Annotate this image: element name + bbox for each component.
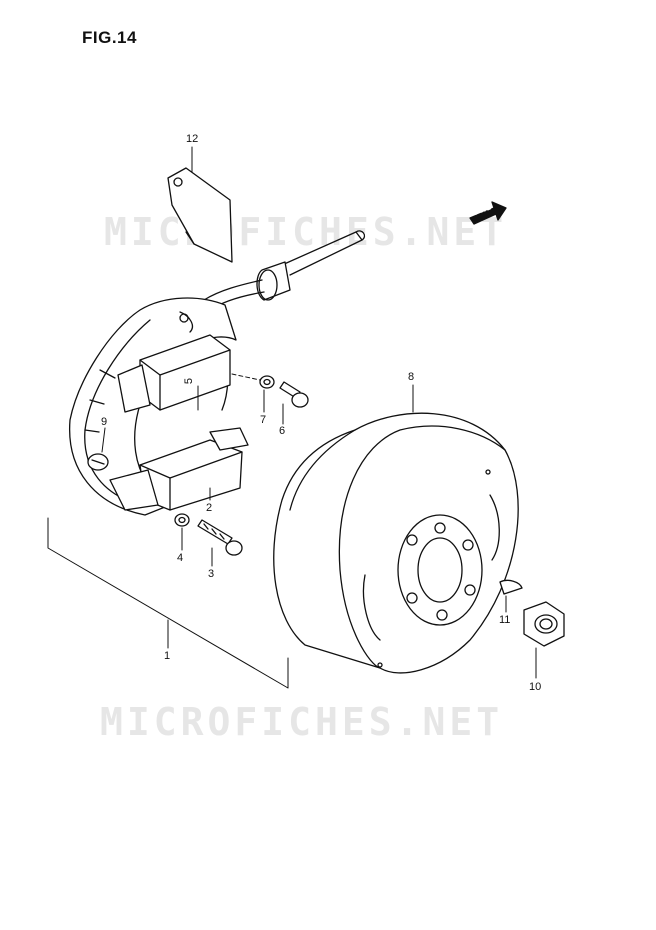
figure-title: FIG.14 bbox=[82, 28, 137, 47]
watermark-top: MICROFICHES.NET bbox=[104, 210, 508, 254]
callout-9: 9 bbox=[101, 416, 108, 428]
callout-6: 6 bbox=[279, 425, 286, 437]
assembly-bracket-part-1 bbox=[47, 517, 289, 689]
cable-with-grommet bbox=[203, 230, 366, 311]
charging-coil-part-2[interactable] bbox=[109, 427, 249, 511]
callout-7: 7 bbox=[260, 414, 267, 426]
callout-5: 5 bbox=[183, 377, 196, 385]
forward-direction-arrow-icon bbox=[469, 201, 507, 225]
callout-2: 2 bbox=[206, 502, 213, 514]
callout-8: 8 bbox=[408, 371, 415, 383]
callout-11: 11 bbox=[499, 614, 511, 626]
washer-part-4[interactable] bbox=[174, 513, 190, 527]
pulse-coil-part-5[interactable] bbox=[117, 334, 231, 413]
callout-1: 1 bbox=[164, 650, 171, 662]
callout-10: 10 bbox=[529, 681, 542, 693]
woodruff-key-part-11[interactable] bbox=[499, 579, 523, 595]
screw-part-3[interactable] bbox=[197, 519, 243, 556]
washer-part-7[interactable] bbox=[259, 375, 275, 389]
screw-part-6[interactable] bbox=[279, 381, 309, 408]
callout-3: 3 bbox=[208, 568, 215, 580]
screw-part-9[interactable] bbox=[87, 453, 109, 471]
bracket-plate-part-12[interactable] bbox=[167, 167, 233, 263]
nut-part-10[interactable] bbox=[523, 601, 565, 647]
callout-12: 12 bbox=[186, 133, 199, 145]
callout-4: 4 bbox=[177, 552, 184, 564]
flywheel-rotor-part-8[interactable] bbox=[273, 412, 519, 674]
watermark-bottom: MICROFICHES.NET bbox=[100, 700, 504, 744]
